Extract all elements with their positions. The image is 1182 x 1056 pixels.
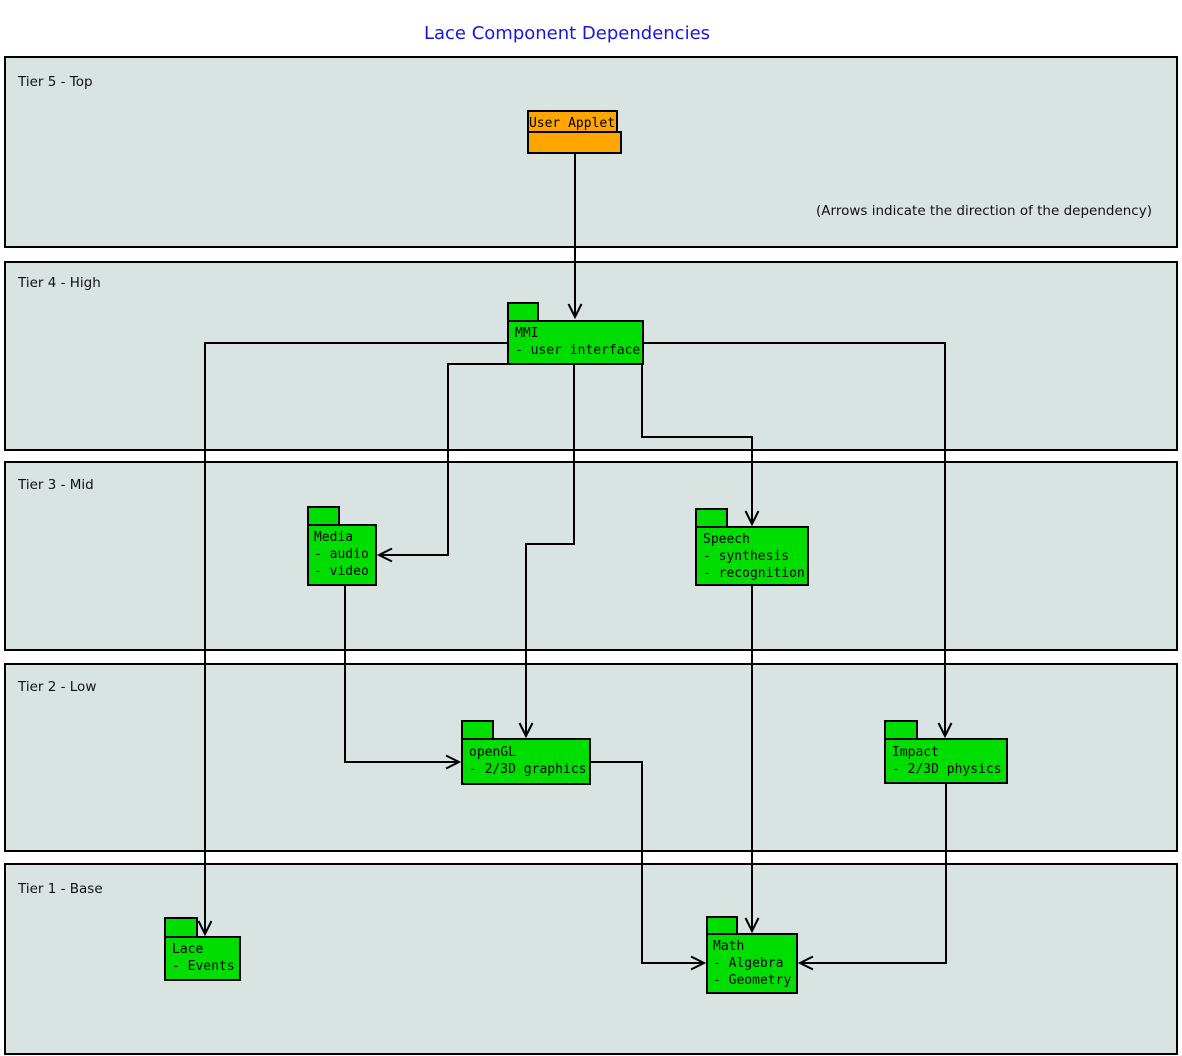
edge-mmi-to-speech bbox=[641, 364, 752, 524]
edge-media-to-opengl bbox=[344, 585, 459, 762]
tier-4-label: Tier 4 - High bbox=[17, 275, 101, 291]
mmi-body bbox=[507, 320, 644, 365]
media-detail-2: - video bbox=[314, 564, 369, 579]
tier-3-rect bbox=[4, 461, 1178, 651]
arrow-direction-note: (Arrows indicate the direction of the de… bbox=[816, 203, 1152, 219]
media-body bbox=[307, 524, 377, 586]
mmi-label: MMI bbox=[515, 326, 538, 341]
impact-tab bbox=[884, 720, 918, 740]
lace-tab bbox=[164, 917, 198, 938]
lace-label: Lace bbox=[172, 942, 203, 957]
tier-3-label: Tier 3 - Mid bbox=[17, 477, 94, 493]
component-math: Math - Algebra - Geometry bbox=[706, 916, 798, 994]
edge-mmi-to-media bbox=[379, 363, 508, 555]
impact-label: Impact bbox=[892, 745, 939, 760]
mmi-tab bbox=[507, 302, 539, 322]
component-media: Media - audio - video bbox=[307, 506, 377, 586]
math-label: Math bbox=[713, 939, 744, 954]
tier-3-band: Tier 3 - Mid bbox=[4, 461, 1178, 651]
impact-body bbox=[884, 738, 1008, 784]
component-lace: Lace - Events bbox=[164, 917, 241, 981]
tier-5-label: Tier 5 - Top bbox=[17, 74, 93, 90]
component-user-applet: User Applet bbox=[527, 110, 622, 154]
user-applet-body bbox=[527, 131, 622, 154]
component-mmi: MMI - user interface bbox=[507, 302, 644, 365]
diagram-title: Lace Component Dependencies bbox=[424, 23, 710, 44]
speech-detail-1: - synthesis bbox=[703, 549, 789, 564]
opengl-body bbox=[461, 738, 591, 785]
edge-mmi-to-lace bbox=[205, 342, 508, 934]
component-opengl: openGL - 2/3D graphics bbox=[461, 720, 591, 785]
component-speech: Speech - synthesis - recognition bbox=[695, 508, 809, 586]
media-tab bbox=[307, 506, 340, 526]
impact-detail: - 2/3D physics bbox=[892, 762, 1002, 777]
speech-label: Speech bbox=[703, 532, 750, 547]
math-detail-2: - Geometry bbox=[713, 973, 791, 988]
tier-1-label: Tier 1 - Base bbox=[17, 881, 103, 897]
edge-impact-to-math bbox=[800, 783, 947, 963]
user-applet-label: User Applet bbox=[529, 116, 615, 131]
opengl-detail: - 2/3D graphics bbox=[469, 762, 586, 777]
media-label: Media bbox=[314, 530, 353, 545]
speech-body bbox=[695, 526, 809, 586]
speech-detail-2: - recognition bbox=[703, 566, 805, 581]
component-impact: Impact - 2/3D physics bbox=[884, 720, 1008, 784]
media-detail-1: - audio bbox=[314, 547, 369, 562]
math-body bbox=[706, 933, 798, 994]
lace-body bbox=[164, 936, 241, 981]
opengl-label: openGL bbox=[469, 745, 516, 760]
edge-mmi-to-impact bbox=[643, 342, 945, 736]
speech-tab bbox=[695, 508, 728, 528]
opengl-tab bbox=[461, 720, 494, 740]
edge-mmi-to-opengl bbox=[526, 364, 575, 736]
math-tab bbox=[706, 916, 738, 935]
lace-detail: - Events bbox=[172, 959, 235, 974]
tier-2-label: Tier 2 - Low bbox=[17, 679, 96, 695]
edge-opengl-to-math bbox=[590, 761, 704, 963]
math-detail-1: - Algebra bbox=[713, 956, 783, 971]
mmi-detail: - user interface bbox=[515, 343, 640, 358]
